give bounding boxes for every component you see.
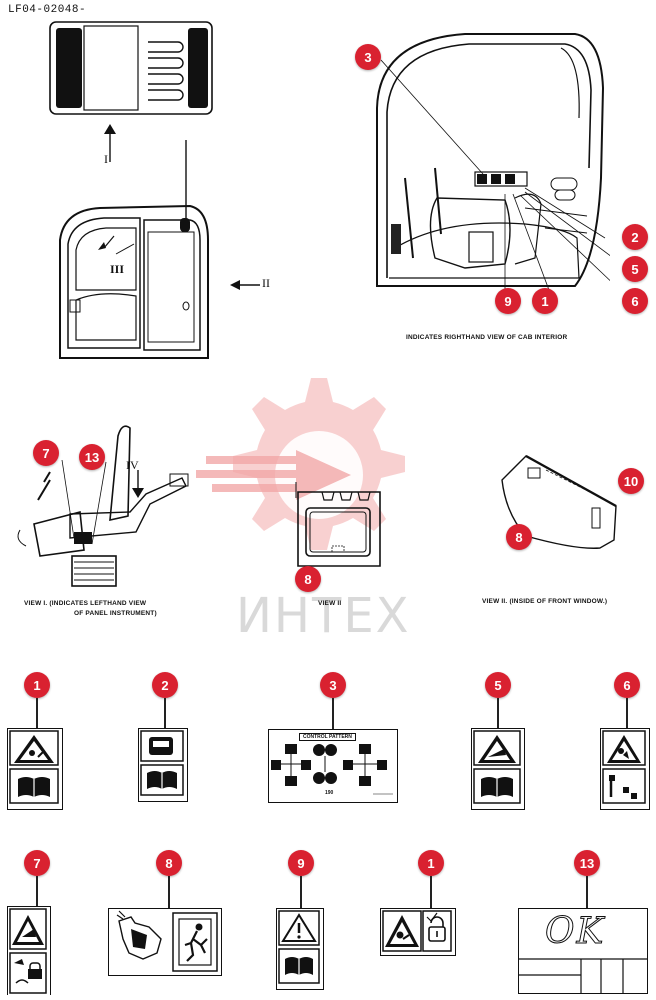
view-arrow-iv <box>132 470 144 498</box>
decal-3-control-pattern: CONTROL PATTERN 190 <box>268 729 398 803</box>
caption-view1-line1: VIEW I. (INDICATES LEFTHAND VIEW <box>24 600 147 607</box>
decal-callout-1b: 1 <box>418 850 444 876</box>
decal-callout-9: 9 <box>288 850 314 876</box>
decal-callout-7: 7 <box>24 850 50 876</box>
callout-2: 2 <box>622 224 648 250</box>
cab-side-view <box>59 140 209 359</box>
callout-8-view2: 8 <box>506 524 532 550</box>
decal-1b-warning <box>380 908 456 956</box>
callout-10: 10 <box>618 468 644 494</box>
watermark-text: ИНТЕХ <box>236 588 411 644</box>
view-arrow-ii <box>230 280 260 290</box>
decal-7-warning <box>7 906 51 995</box>
callout-6: 6 <box>622 288 648 314</box>
callout-3: 3 <box>355 44 381 70</box>
decal-1-warning <box>7 728 63 810</box>
callout-1: 1 <box>532 288 558 314</box>
decal-8-emergency-exit <box>108 908 222 976</box>
caption-view1-line2: OF PANEL INSTRUMENT) <box>74 610 157 617</box>
decal-callout-1: 1 <box>24 672 50 698</box>
cab-interior-right-view <box>376 33 610 291</box>
drawing-code: LF04-02048- <box>8 4 87 16</box>
view-marker-i: I <box>104 152 108 166</box>
decal-6-warning <box>600 728 650 810</box>
view-marker-ii: II <box>262 276 270 290</box>
decal-callout-8: 8 <box>156 850 182 876</box>
caption-cab-interior: INDICATES RIGHTHAND VIEW OF CAB INTERIOR <box>406 334 568 341</box>
view-i-seat-console <box>17 425 189 587</box>
decal-callout-6: 6 <box>614 672 640 698</box>
decal-9-warning <box>276 908 324 990</box>
callout-9: 9 <box>495 288 521 314</box>
decal-3-header: CONTROL PATTERN <box>299 733 356 741</box>
decal-callout-5: 5 <box>485 672 511 698</box>
view-arrow-i <box>104 124 116 162</box>
decal-callout-13: 13 <box>574 850 600 876</box>
caption-view2: VIEW II. (INSIDE OF FRONT WINDOW.) <box>482 598 608 605</box>
decal-13-text: OK <box>544 911 606 953</box>
decal-13-ok: OK <box>518 908 648 994</box>
view-iii-panel <box>295 482 381 567</box>
view-marker-iii: III <box>110 262 125 276</box>
decal-2-warning <box>138 728 188 802</box>
decal-callout-2: 2 <box>152 672 178 698</box>
callout-13: 13 <box>79 444 105 470</box>
decal-3-footer: 190 <box>325 790 334 796</box>
decal-5-warning <box>471 728 525 810</box>
callout-5: 5 <box>622 256 648 282</box>
view-marker-iv: IV <box>126 458 139 472</box>
callout-7: 7 <box>33 440 59 466</box>
callout-8-view3: 8 <box>295 566 321 592</box>
caption-view3: VIEW II <box>318 600 342 607</box>
decal-callout-3: 3 <box>320 672 346 698</box>
cab-roof-top-view <box>49 21 213 115</box>
